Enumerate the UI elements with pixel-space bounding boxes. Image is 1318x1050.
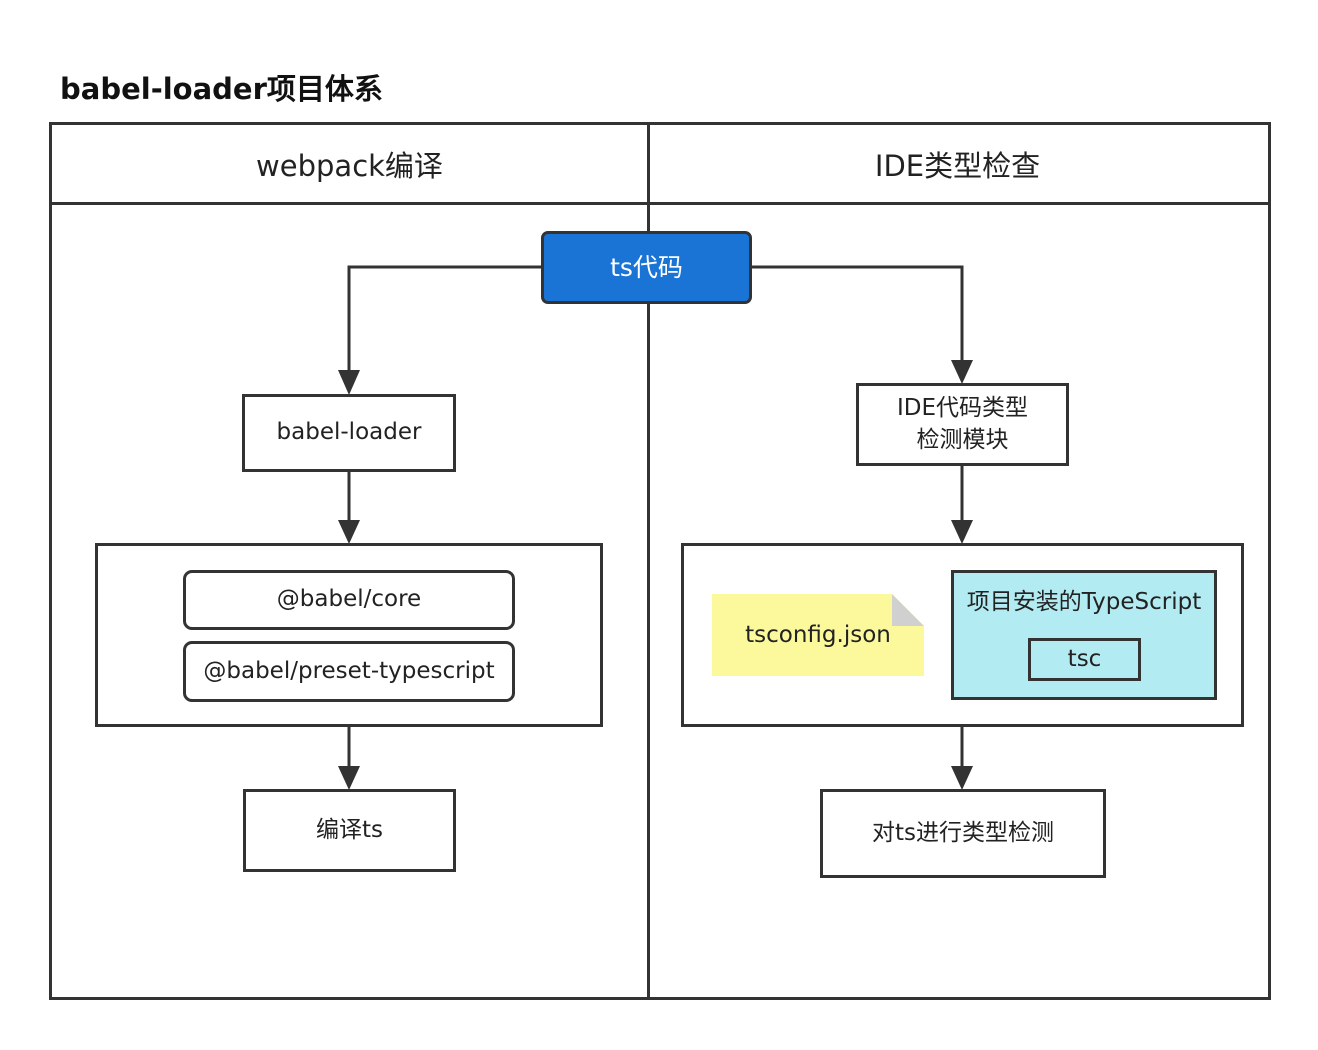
arrowhead: [951, 520, 973, 544]
arrowhead: [338, 520, 360, 544]
lane-divider: [647, 122, 650, 998]
arrowhead: [951, 360, 973, 384]
lane-header-ide: IDE类型检查: [874, 148, 1041, 183]
arrowhead: [951, 766, 973, 790]
arrowhead: [338, 766, 360, 790]
connector-source-to-ide-module: [752, 265, 964, 362]
node-ide-type-check-module[interactable]: IDE代码类型 检测模块: [856, 383, 1069, 466]
node-project-typescript[interactable]: 项目安装的TypeScript: [951, 570, 1217, 700]
lane-header-webpack: webpack编译: [256, 148, 443, 183]
arrowhead: [338, 370, 360, 395]
node-babel-core[interactable]: @babel/core: [183, 570, 515, 630]
header-divider: [49, 202, 1269, 205]
diagram-title: babel-loader项目体系: [60, 72, 383, 106]
node-preset-typescript[interactable]: @babel/preset-typescript: [183, 641, 515, 702]
node-ide-module-line2: 检测模块: [916, 426, 1009, 453]
node-compile-ts[interactable]: 编译ts: [243, 789, 456, 872]
note-fold-corner: [892, 594, 924, 626]
connector-source-to-babel-loader: [347, 265, 541, 372]
swimlane-frame: [49, 122, 1271, 1000]
node-tsc[interactable]: tsc: [1028, 638, 1141, 681]
node-type-check[interactable]: 对ts进行类型检测: [820, 789, 1106, 878]
node-ide-module-line1: IDE代码类型: [896, 395, 1029, 422]
node-babel-loader[interactable]: babel-loader: [242, 394, 456, 472]
node-ts-source[interactable]: ts代码: [541, 231, 752, 304]
node-tsconfig-note[interactable]: tsconfig.json: [712, 594, 924, 676]
node-project-typescript-label: 项目安装的TypeScript: [966, 589, 1202, 615]
